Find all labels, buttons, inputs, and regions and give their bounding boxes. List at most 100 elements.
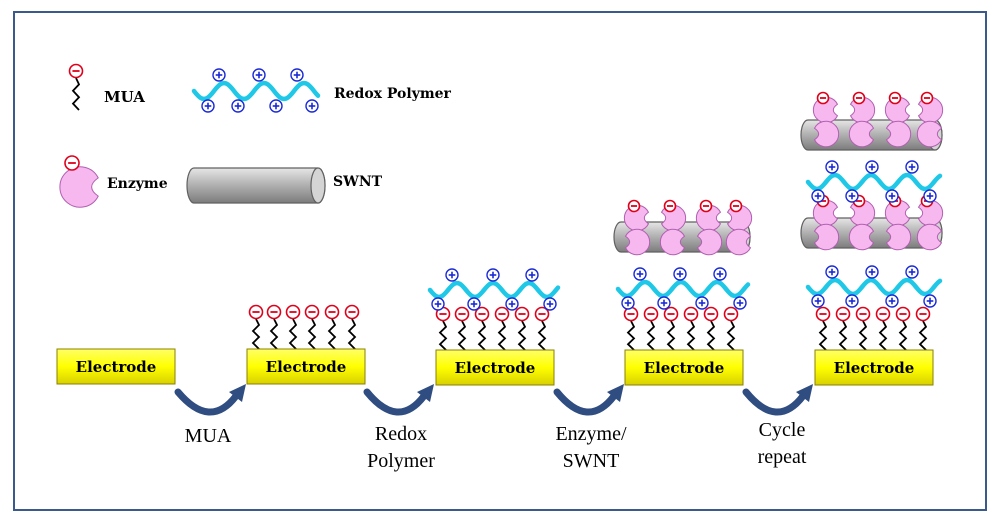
mua-molecule-icon <box>474 306 490 351</box>
positive-charge-icon <box>865 265 879 279</box>
negative-charge-icon <box>534 306 550 322</box>
mua-molecule-icon <box>895 306 911 351</box>
legend-swnt-label: SWNT <box>333 174 383 190</box>
positive-charge-icon <box>923 294 937 308</box>
step-2-label-line1: Redox <box>375 423 427 445</box>
mua-molecule-icon <box>815 306 831 351</box>
negative-charge-icon <box>627 199 641 213</box>
enzyme-icon <box>624 228 651 256</box>
mua-molecule-icon <box>304 304 320 350</box>
negative-charge-icon <box>816 91 830 105</box>
mua-molecule-icon <box>514 306 530 351</box>
enzyme-icon <box>848 223 875 251</box>
negative-charge-icon <box>723 306 739 322</box>
enzyme-swnt-layer <box>613 199 753 256</box>
positive-charge-icon <box>713 267 727 281</box>
positive-charge-icon <box>231 99 245 113</box>
electrode-1: Electrode <box>56 348 176 385</box>
electrode-4-label: Electrode <box>644 359 725 377</box>
positive-charge-icon <box>201 99 215 113</box>
step-3-label-line1: Enzyme/ <box>555 423 627 445</box>
arrow-1 <box>174 384 246 416</box>
positive-charge-icon <box>525 268 539 282</box>
electrode-3: Electrode <box>435 349 555 386</box>
arrow-2 <box>363 384 434 416</box>
positive-charge-icon <box>431 297 445 311</box>
electrode-5-label: Electrode <box>834 359 915 377</box>
enzyme-icon <box>885 223 912 251</box>
mua-layer <box>248 304 360 350</box>
negative-charge-icon <box>835 306 851 322</box>
positive-charge-icon <box>905 265 919 279</box>
electrode-4: Electrode <box>624 349 744 386</box>
mua-molecule-icon <box>875 306 891 351</box>
mua-molecule-icon <box>703 306 719 351</box>
redox-polymer-chain <box>615 279 751 299</box>
negative-charge-icon <box>852 91 866 105</box>
redox-polymer-icon <box>427 268 561 311</box>
enzyme-icon <box>813 120 840 148</box>
redox-polymer-icon <box>805 160 943 203</box>
negative-charge-icon <box>855 306 871 322</box>
positive-charge-icon <box>621 296 635 310</box>
negative-charge-icon <box>248 304 264 320</box>
arrow-4 <box>742 384 813 416</box>
negative-charge-icon <box>875 306 891 322</box>
legend-mua-icon <box>68 63 84 111</box>
enzyme-icon <box>916 120 943 148</box>
positive-charge-icon <box>885 189 899 203</box>
swnt-tube-icon <box>186 167 326 204</box>
positive-charge-icon <box>467 297 481 311</box>
electrode-5: Electrode <box>814 349 934 386</box>
mua-layer <box>623 306 739 351</box>
mua-molecule-icon <box>534 306 550 351</box>
legend-enzyme-label: Enzyme <box>107 176 168 192</box>
mua-molecule-icon <box>855 306 871 351</box>
positive-charge-icon <box>305 99 319 113</box>
diagram-frame <box>13 11 987 511</box>
mua-molecule-icon <box>454 306 470 351</box>
negative-charge-icon <box>474 306 490 322</box>
redox-polymer-icon <box>805 265 943 308</box>
negative-charge-icon <box>915 306 931 322</box>
negative-charge-icon <box>324 304 340 320</box>
redox-polymer-chain <box>427 280 561 300</box>
positive-charge-icon <box>212 68 226 82</box>
legend-redox-polymer-label: Redox Polymer <box>334 86 452 102</box>
enzyme-icon <box>696 228 723 256</box>
negative-charge-icon <box>663 306 679 322</box>
mua-molecule-icon <box>324 304 340 350</box>
positive-charge-icon <box>505 297 519 311</box>
mua-molecule-icon <box>344 304 360 350</box>
negative-charge-icon <box>304 304 320 320</box>
enzyme-icon <box>848 120 875 148</box>
assembly-stages <box>248 91 944 351</box>
positive-charge-icon <box>905 160 919 174</box>
electrode-3-label: Electrode <box>455 359 536 377</box>
legend-mua-label: MUA <box>104 88 145 106</box>
negative-charge-icon <box>68 63 84 79</box>
negative-charge-icon <box>920 91 934 105</box>
positive-charge-icon <box>923 189 937 203</box>
mua-molecule-icon <box>494 306 510 351</box>
positive-charge-icon <box>657 296 671 310</box>
mua-layer <box>435 306 550 351</box>
mua-molecule-icon <box>248 304 264 350</box>
enzyme-icon <box>59 166 99 208</box>
negative-charge-icon <box>64 155 80 171</box>
mua-molecule-icon <box>663 306 679 351</box>
electrode-2-label: Electrode <box>266 358 347 376</box>
step-1-label: MUA <box>185 425 232 447</box>
mua-molecule-icon <box>266 304 282 350</box>
mua-molecule-icon <box>68 63 84 111</box>
mua-molecule-icon <box>643 306 659 351</box>
mua-layer <box>815 306 931 351</box>
positive-charge-icon <box>733 296 747 310</box>
negative-charge-icon <box>729 199 743 213</box>
positive-charge-icon <box>445 268 459 282</box>
negative-charge-icon <box>285 304 301 320</box>
positive-charge-icon <box>633 267 647 281</box>
positive-charge-icon <box>486 268 500 282</box>
step-4-label-line2: repeat <box>758 446 807 468</box>
